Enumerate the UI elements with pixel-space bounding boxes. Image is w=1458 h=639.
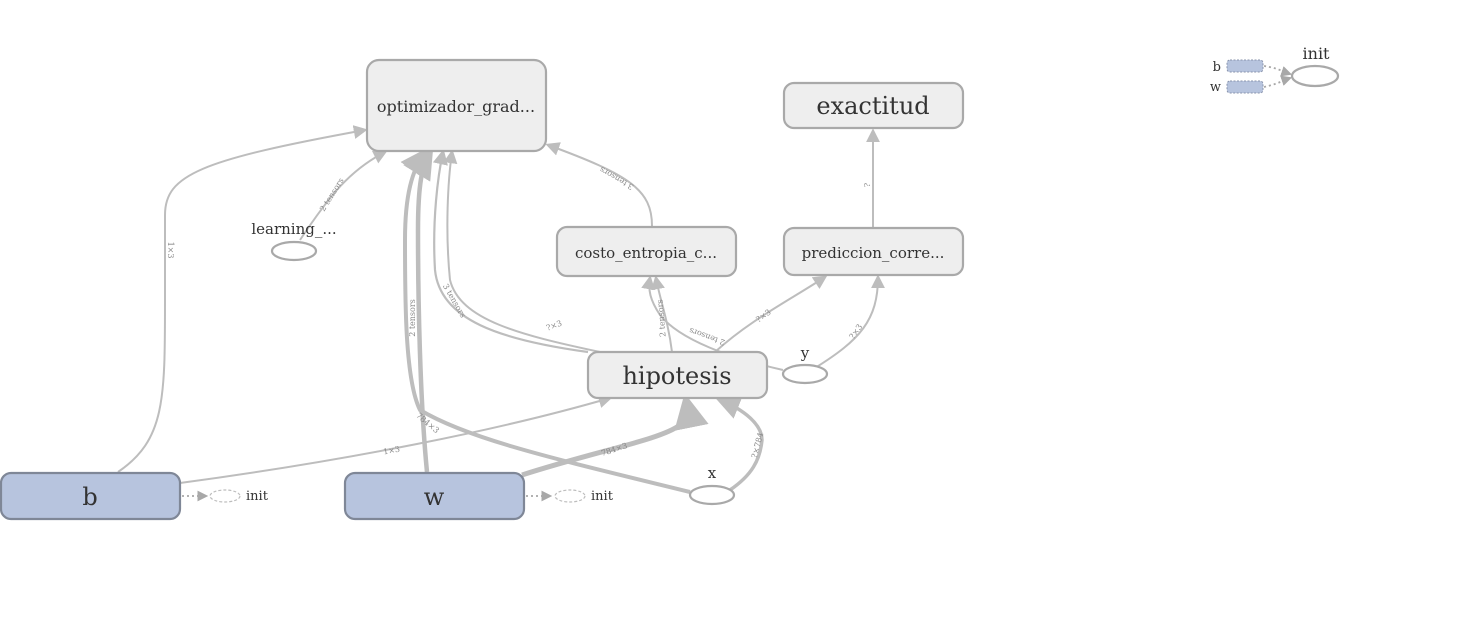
node-w-init-label: init bbox=[591, 489, 614, 504]
legend-w-node[interactable] bbox=[1226, 80, 1264, 94]
node-y[interactable]: y bbox=[781, 344, 829, 385]
node-optimizador-label: optimizador_grad... bbox=[377, 97, 535, 116]
legend-edge-w bbox=[1263, 75, 1293, 88]
edges bbox=[117, 125, 885, 502]
edge-y-to-prediccion bbox=[814, 274, 885, 369]
edge-w-to-optimizador-b bbox=[400, 147, 691, 494]
legend-init-label: init bbox=[1303, 44, 1331, 63]
node-b-label: b bbox=[82, 483, 97, 511]
node-costo[interactable]: costo_entropia_c... bbox=[555, 225, 738, 278]
edge-label-hip-to-costo: 2 tensors bbox=[655, 299, 667, 337]
edge-label-hip-to-opt-a: 3 tensors bbox=[441, 282, 468, 319]
node-hipotesis-label: hipotesis bbox=[622, 362, 731, 390]
edge-x-to-hipotesis bbox=[715, 395, 764, 492]
node-y-label: y bbox=[800, 344, 810, 362]
node-b-init-label: init bbox=[246, 489, 269, 504]
node-b-init[interactable]: init bbox=[209, 489, 269, 504]
node-w-label: w bbox=[424, 483, 445, 511]
edge-label-hip-to-opt-b: ?×3 bbox=[545, 319, 563, 333]
edge-label-y-to-costo: 2 tensors bbox=[688, 326, 726, 347]
node-w[interactable]: w bbox=[343, 471, 526, 521]
legend-init-node[interactable] bbox=[1290, 64, 1340, 88]
edge-label-costo-to-opt: 3 tensors bbox=[598, 165, 635, 192]
node-prediccion-label: prediccion_corre... bbox=[802, 244, 945, 262]
node-exactitud[interactable]: exactitud bbox=[782, 81, 965, 130]
node-hipotesis[interactable]: hipotesis bbox=[586, 350, 769, 400]
legend-b-label: b bbox=[1213, 60, 1221, 75]
edge-label-w-to-hip: 784×3 bbox=[600, 441, 629, 458]
edge-costo-to-optimizador bbox=[545, 142, 653, 227]
edge-labels: 1×3 2 tensors 2 tensors 3 tensors ?×3 3 … bbox=[166, 165, 872, 459]
legend-edge-b bbox=[1263, 65, 1293, 77]
edge-learning-to-optimizador bbox=[299, 150, 388, 241]
edge-hipotesis-to-prediccion bbox=[714, 275, 828, 353]
node-w-init[interactable]: init bbox=[554, 489, 614, 504]
node-costo-label: costo_entropia_c... bbox=[575, 244, 717, 262]
node-learning-label: learning_... bbox=[251, 220, 336, 238]
edge-w-to-hipotesis bbox=[521, 393, 709, 478]
node-prediccion[interactable]: prediccion_corre... bbox=[782, 226, 965, 277]
edge-b-to-hipotesis bbox=[179, 394, 613, 484]
edge-hipotesis-to-optimizador-a bbox=[432, 148, 589, 354]
edge-hipotesis-to-optimizador-b bbox=[443, 149, 601, 353]
edge-label-w-to-opt: 2 tensors bbox=[408, 299, 417, 337]
edge-label-b-to-hip: 1×3 bbox=[382, 445, 400, 457]
node-x[interactable]: x bbox=[688, 464, 736, 506]
legend-w-label: w bbox=[1210, 80, 1221, 95]
node-optimizador[interactable]: optimizador_grad... bbox=[365, 58, 548, 153]
node-x-label: x bbox=[708, 464, 717, 482]
aux-legend: b w init bbox=[1210, 44, 1340, 95]
edge-label-pred-to-exact: ? bbox=[863, 183, 872, 187]
node-exactitud-label: exactitud bbox=[816, 92, 929, 120]
edge-hipotesis-to-costo bbox=[651, 275, 673, 353]
edge-label-learning-to-opt: 2 tensors bbox=[318, 176, 346, 213]
node-b[interactable]: b bbox=[0, 471, 182, 521]
legend-b-node[interactable] bbox=[1226, 59, 1264, 73]
edge-label-b-to-opt: 1×3 bbox=[166, 242, 175, 259]
node-learning[interactable]: learning_... bbox=[251, 220, 337, 262]
edge-b-to-optimizador bbox=[117, 125, 368, 473]
